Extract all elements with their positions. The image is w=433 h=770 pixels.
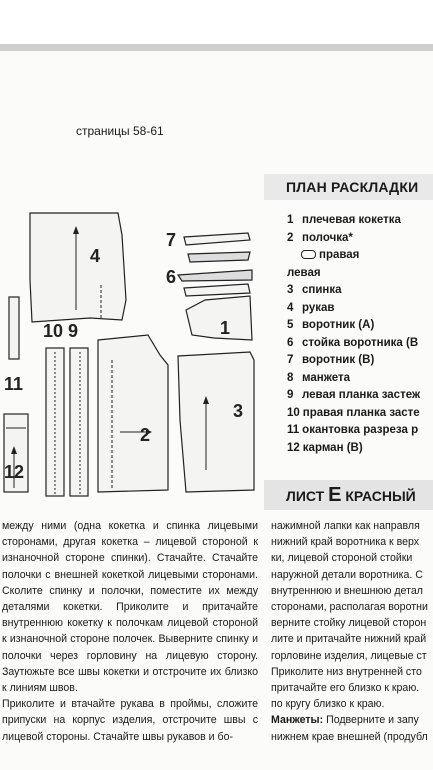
piece-pocket (3, 413, 29, 493)
text-line: ки, лицевой стороной стойки (271, 552, 413, 565)
plan-item-number: 10 (287, 406, 300, 419)
layout-plan-heading: ПЛАН РАСКЛАДКИ (264, 174, 433, 200)
plan-item-text: правая планка засте (302, 406, 420, 419)
text-span: Подверните и запу (323, 714, 419, 727)
plan-item-1: 1 плечевая кокетка (287, 212, 433, 230)
piece-front (97, 334, 169, 493)
piece-label-12: 12 (4, 462, 24, 482)
plan-item-number: 7 (287, 354, 294, 366)
text-line: лите и притачайте нижний край (271, 633, 427, 646)
plan-item-left: левая (287, 265, 433, 283)
plan-item-text: плечевая кокетка (302, 214, 401, 226)
piece-cuff (183, 283, 251, 297)
plan-item-text: стойка воротника (В (302, 336, 419, 349)
paragraph: Приколите и втачайте рукава в проймы, сл… (2, 698, 258, 743)
plan-item-number: 11 (287, 424, 300, 436)
text-line: нижний край воротника к верх (271, 536, 420, 549)
pattern-layout-diagram: 7 6 4 1 10 9 11 2 3 12 (3, 212, 255, 497)
piece-label-2: 2 (140, 425, 150, 445)
text-line: нижнем крае внешней (продубл (271, 730, 428, 743)
piece-label-3: 3 (233, 401, 243, 421)
instructions-right-column: нажимной лапки как направля нижний край … (271, 518, 433, 745)
plan-item-text: полочка* (302, 231, 353, 244)
plan-item-4: 4 рукав (287, 300, 433, 318)
plan-item-number: 5 (287, 319, 294, 331)
plan-item-text: рукав (302, 301, 335, 314)
piece-shoulder-yoke (185, 295, 253, 341)
plan-item-number: 6 (287, 336, 294, 349)
text-line: сторонами, располагая воротни (271, 601, 428, 614)
plan-item-number: 1 (287, 214, 294, 226)
piece-collar-a (176, 269, 253, 282)
plan-item-5: 5 воротник (А) (287, 317, 433, 335)
plan-item-3: 3 спинка (287, 282, 433, 300)
plan-item-text: манжета (302, 371, 350, 384)
plan-item-text: левая (287, 266, 321, 279)
text-line: верните стойку лицевой сторон (271, 617, 427, 630)
app-top-bar (0, 0, 433, 44)
plan-item-text: воротник (В) (302, 354, 375, 366)
plan-item-text: спинка (302, 284, 342, 296)
text-line: Приколите низ внутренней сто (271, 665, 422, 678)
piece-label-1: 1 (220, 318, 230, 338)
paragraph: между ними (одна кокетка и спинка лицевы… (2, 520, 258, 695)
top-divider (0, 44, 433, 51)
plan-item-text: окантовка разреза р (302, 424, 419, 436)
text-line: нажимной лапки как направля (271, 520, 420, 532)
piece-label-4: 4 (90, 246, 100, 266)
text-line: горловине изделия, лицевые ст (271, 649, 427, 662)
layout-plan-list: 1 плечевая кокетка 2 полочка* правая левая… (287, 212, 433, 457)
text-line: Манжеты: Подверните и запу (271, 712, 433, 728)
plan-item-8: 8 манжета (287, 370, 433, 388)
piece-collar-b (183, 232, 251, 246)
plan-item-number: 3 (287, 284, 294, 296)
plan-item-text: левая планка застеж (302, 389, 421, 401)
plan-item-number: 4 (287, 301, 294, 314)
plan-item-6: 6 стойка воротника (В (287, 335, 433, 353)
plan-item-7: 7 воротник (В) (287, 352, 433, 370)
piece-label-6: 6 (166, 267, 176, 287)
pages-label: страницы 58-61 (76, 124, 164, 138)
piece-label-10: 10 (43, 321, 63, 341)
needle-icon (301, 250, 316, 260)
piece-label-11: 11 (4, 374, 23, 394)
plan-item-number: 8 (287, 371, 294, 384)
plan-item-text: воротник (А) (302, 319, 375, 331)
plan-item-right: правая (287, 247, 433, 265)
instructions-left-column: между ними (одна кокетка и спинка лицевы… (2, 518, 258, 745)
piece-slit-binding (8, 296, 20, 360)
piece-label-7: 7 (166, 230, 176, 250)
sheet-heading: ЛИСТ Е КРАСНЫЙ (264, 480, 433, 510)
piece-left-placket (69, 347, 89, 497)
plan-item-number: 12 (287, 441, 300, 454)
sheet-prefix: ЛИСТ (286, 488, 329, 504)
piece-collar-band (187, 251, 251, 263)
text-line: внутреннюю и внешнюю детал (271, 584, 423, 597)
piece-sleeve (29, 212, 127, 323)
plan-item-number: 2 (287, 231, 294, 244)
section-label: Манжеты: (271, 714, 324, 727)
plan-item-number: 9 (287, 389, 294, 401)
plan-item-9: 9 левая планка застеж (287, 387, 433, 405)
sheet-suffix: КРАСНЫЙ (341, 488, 416, 504)
text-line: наружной детали воротника. С (271, 568, 423, 581)
text-line: притачайте его близко к краю. (271, 682, 420, 695)
plan-item-2: 2 полочка* (287, 230, 433, 248)
piece-back (177, 351, 255, 493)
sheet-letter: Е (328, 484, 342, 506)
plan-item-text: карман (В) (302, 441, 363, 454)
piece-label-9: 9 (68, 321, 78, 341)
text-line: по кругу близко к краю. (271, 698, 385, 711)
plan-item-text: правая (319, 249, 360, 261)
